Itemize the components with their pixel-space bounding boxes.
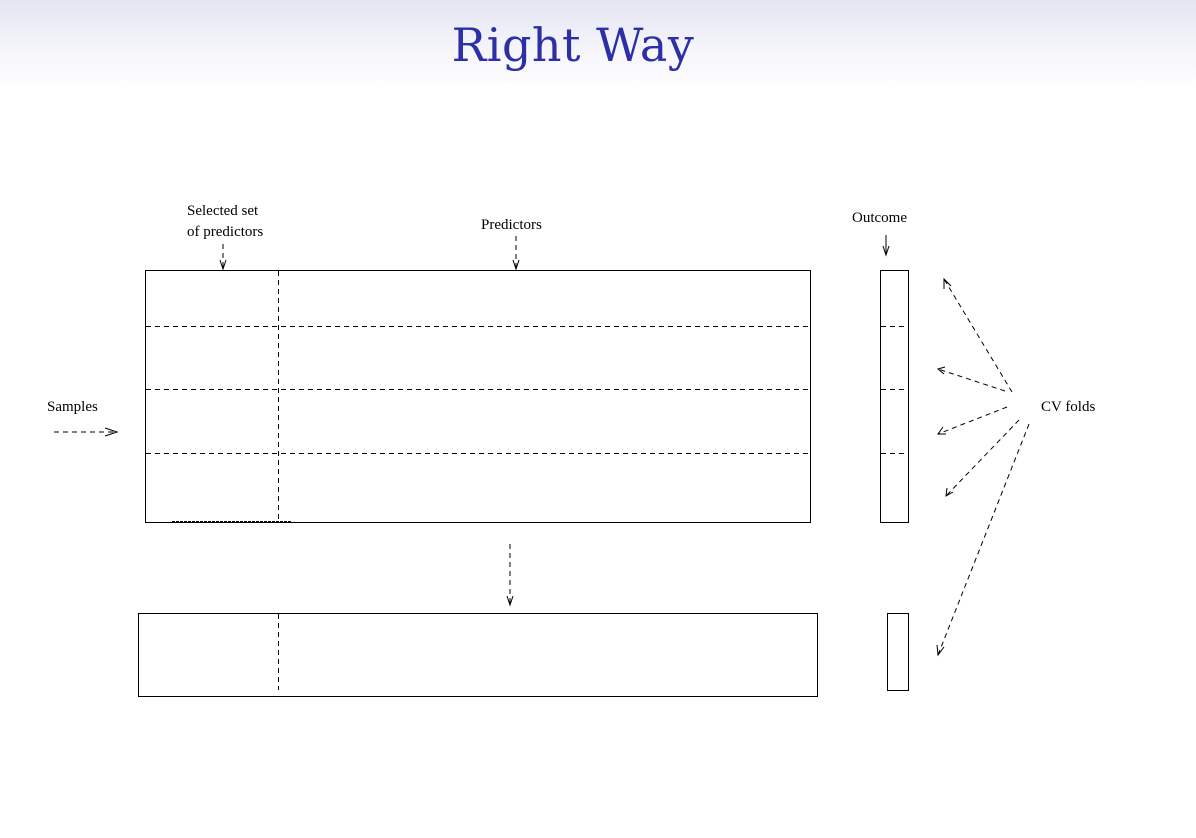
predictors-arrow: [512, 236, 520, 271]
samples-arrow: [54, 427, 119, 437]
test-matrix: [138, 613, 818, 697]
predictors-label: Predictors: [481, 217, 542, 233]
outcome-column: [880, 270, 909, 523]
outcome-arrow: [882, 235, 890, 257]
cv-folds-arrows: [936, 277, 1030, 657]
test-matrix-border: [138, 613, 818, 697]
training-matrix-border: [145, 270, 811, 523]
slide-title: Right Way: [451, 18, 695, 72]
selected-set-label-line1: Selected set: [187, 203, 259, 219]
cv-folds-label: CV folds: [1041, 399, 1095, 415]
samples-label: Samples: [47, 399, 98, 415]
training-matrix: [145, 270, 811, 523]
test-outcome-column: [887, 613, 909, 691]
selected-set-label-line2: of predictors: [187, 224, 263, 240]
selected-set-arrow: [219, 244, 227, 271]
outcome-column-border: [880, 270, 909, 523]
outcome-label: Outcome: [852, 210, 907, 226]
down-arrow: [506, 544, 514, 607]
